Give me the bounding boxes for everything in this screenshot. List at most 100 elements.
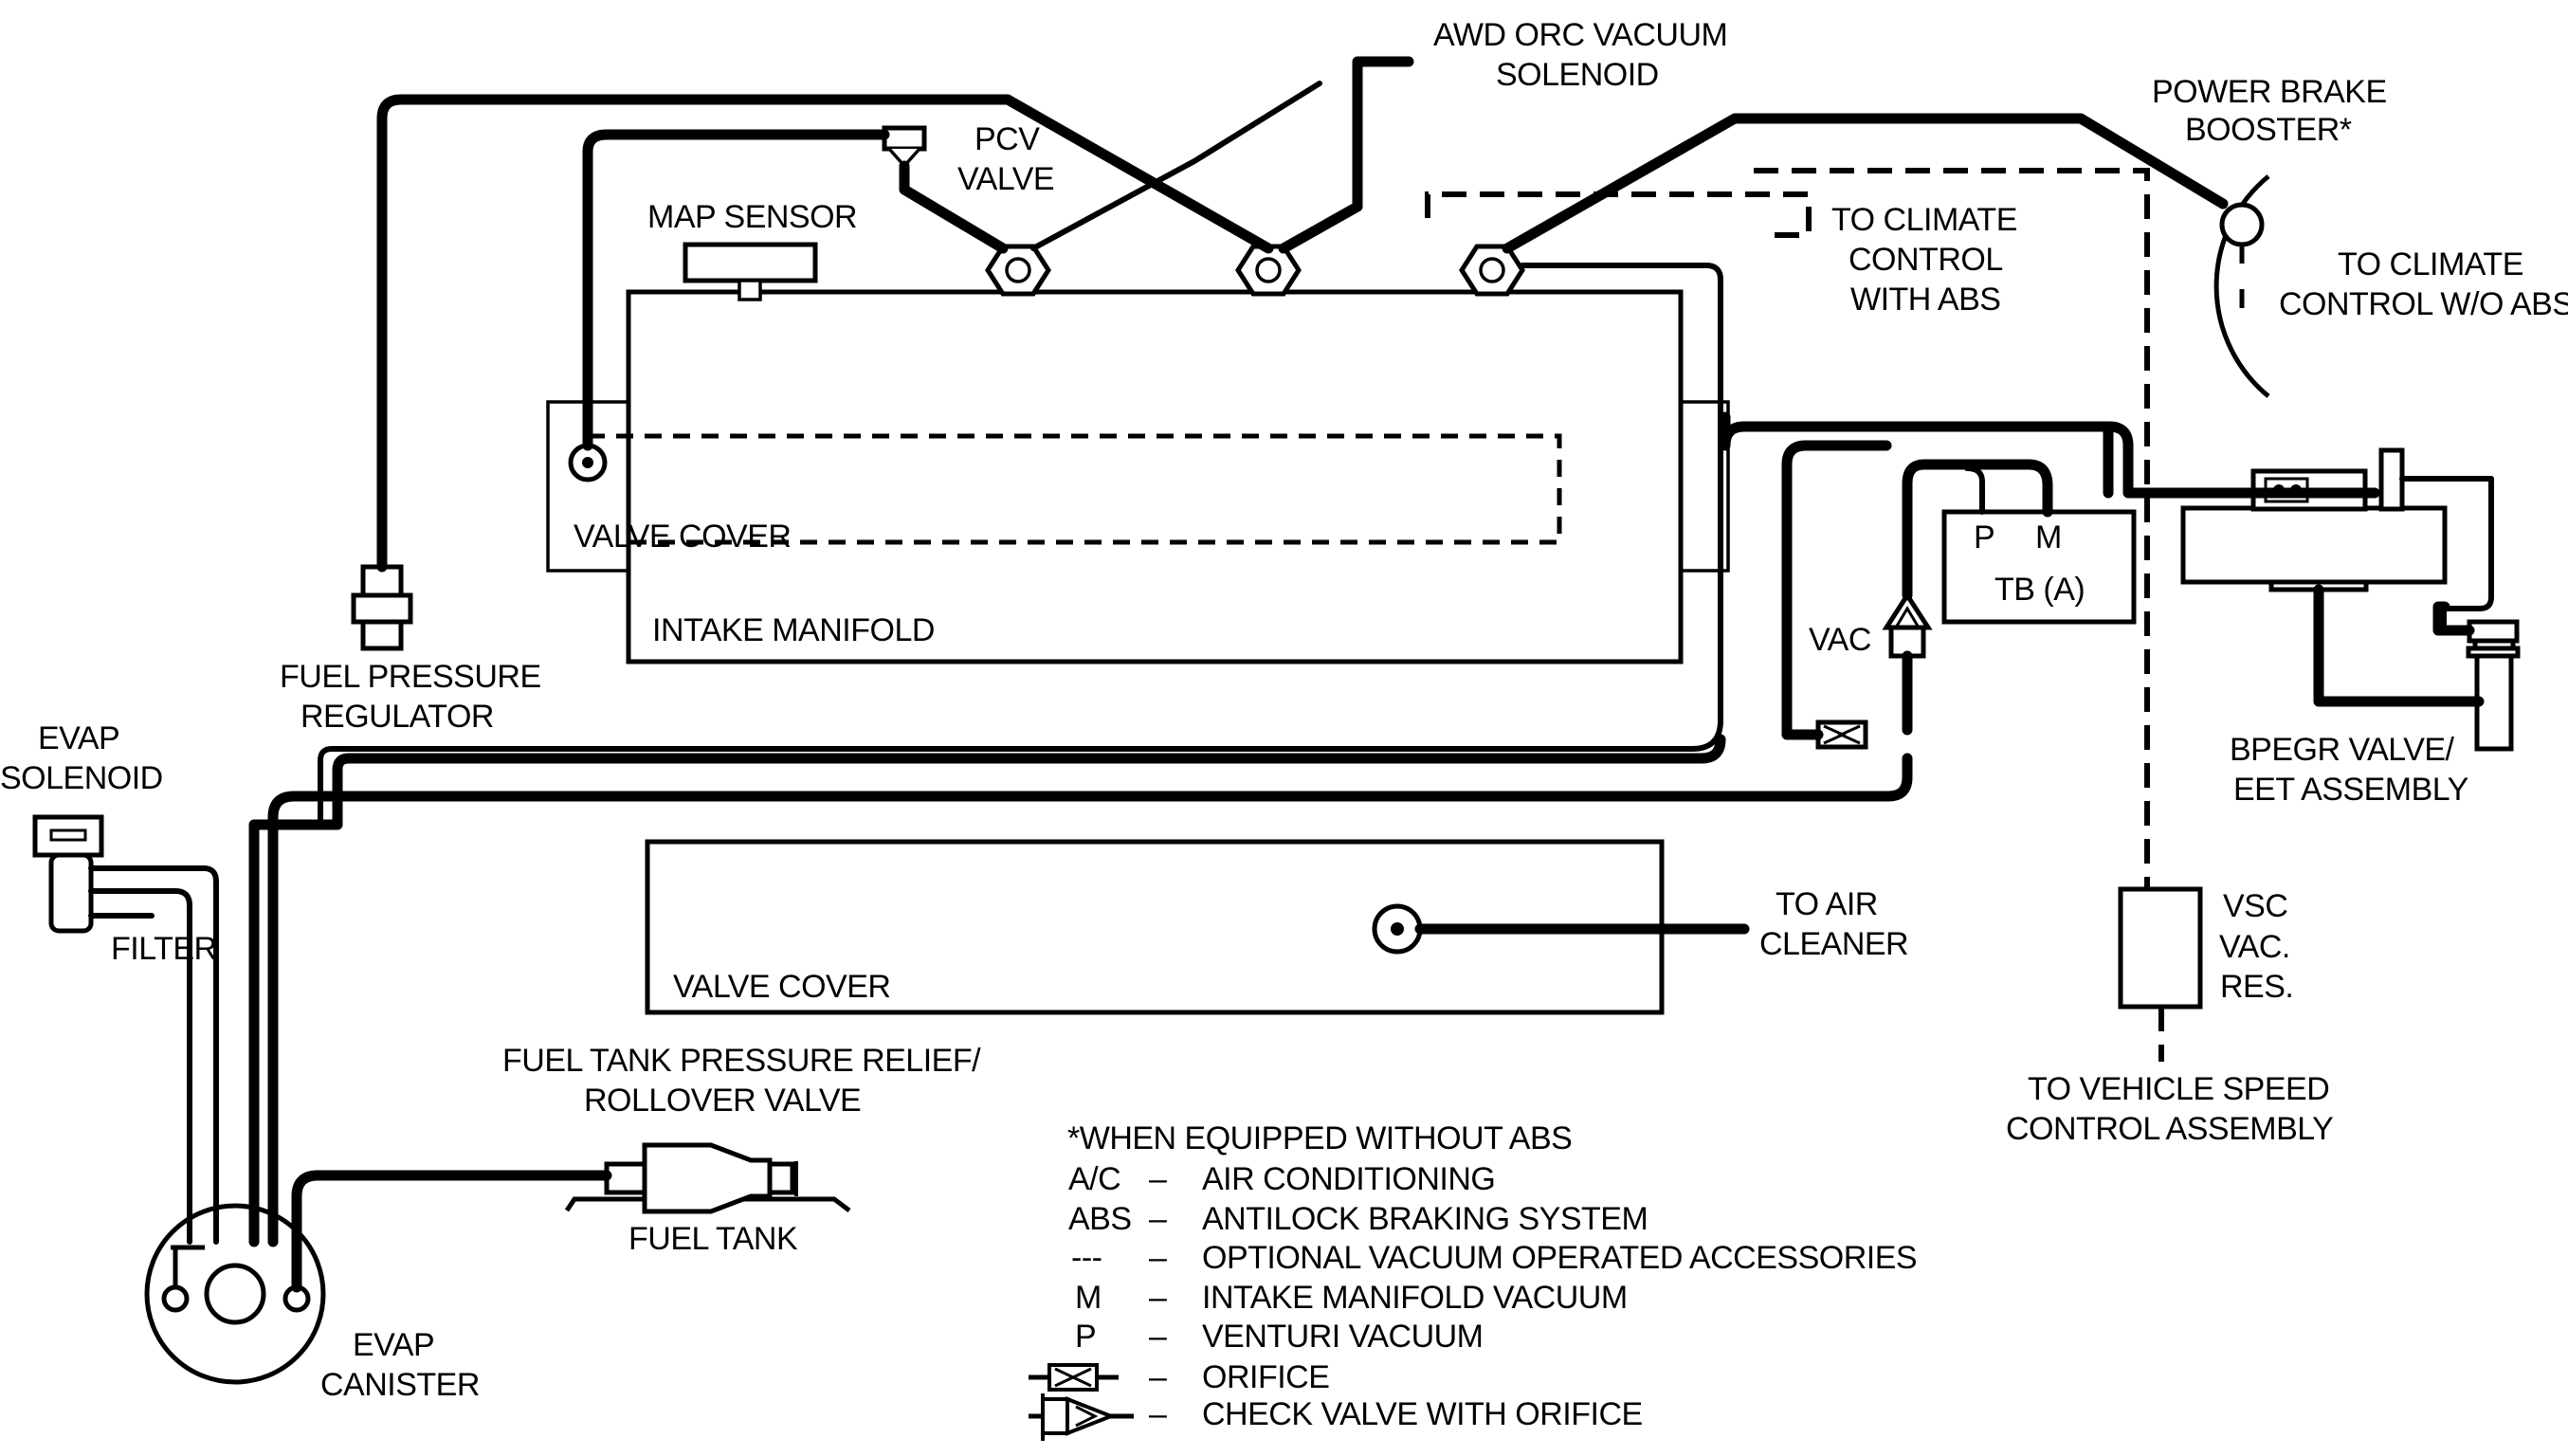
hose-vsc-dashed	[1754, 168, 2150, 891]
hose-tb-m-port	[1902, 459, 2053, 601]
orifice-inline	[1815, 719, 1868, 750]
hose-bpegr-side	[2432, 601, 2475, 636]
valve-cover-grommet-center	[582, 457, 593, 468]
label-evap-canister-line1: EVAP	[353, 1327, 434, 1363]
fuel-pressure-regulator	[351, 564, 413, 651]
label-bpegr-line1: BPEGR VALVE/	[2230, 732, 2455, 768]
map-sensor	[683, 242, 818, 283]
legend-key: A/C	[1068, 1161, 1120, 1197]
legend-dash: –	[1149, 1201, 1167, 1237]
label-pcv-line1: PCV	[974, 121, 1040, 157]
power-brake-booster	[2213, 174, 2270, 398]
legend-dash: –	[1149, 1359, 1167, 1395]
label-tb-p: P	[1974, 519, 1994, 555]
label-awd-orc-line1: AWD ORC VACUUM	[1433, 17, 1727, 53]
label-evap-canister-line2: CANISTER	[320, 1367, 480, 1403]
legend-note: *WHEN EQUIPPED WITHOUT ABS	[1067, 1120, 1572, 1156]
legend-dash: –	[1149, 1396, 1167, 1432]
manifold-port-3	[1459, 244, 1525, 297]
fuel-tank-rollover-valve	[564, 1142, 851, 1214]
hose-port1-to-orc	[1030, 81, 1322, 251]
hose-evap-right-riser	[1739, 421, 2114, 499]
map-sensor-stem	[738, 279, 762, 301]
label-power-brake-line1: POWER BRAKE	[2152, 74, 2387, 110]
hose-pcv-to-manifold	[899, 160, 1009, 254]
label-intake-manifold: INTAKE MANIFOLD	[652, 612, 935, 648]
vac-check-valve	[1882, 591, 1933, 659]
legend-desc: VENTURI VACUUM	[1202, 1319, 1484, 1355]
legend-dash: –	[1149, 1161, 1167, 1197]
label-valve-cover-bottom: VALVE COVER	[673, 969, 890, 1005]
legend-desc: AIR CONDITIONING	[1202, 1161, 1495, 1197]
label-power-brake-line2: BOOSTER*	[2185, 112, 2352, 148]
label-bpegr-line2: EET ASSEMBLY	[2233, 772, 2468, 808]
label-evap-solenoid-line2: SOLENOID	[0, 760, 163, 796]
hose-evap-solenoid-lower	[88, 888, 192, 1245]
legend-dash: –	[1149, 1240, 1167, 1276]
hose-fuel-pressure-regulator	[376, 94, 1274, 573]
legend-key: M	[1075, 1280, 1102, 1316]
label-vsc-line2: VAC.	[2219, 929, 2290, 965]
intake-manifold	[626, 289, 1684, 664]
pcv-valve	[882, 125, 927, 152]
hose-port3-to-brake-booster	[1502, 113, 2229, 254]
legend-desc: CHECK VALVE WITH ORIFICE	[1202, 1396, 1643, 1432]
legend: *WHEN EQUIPPED WITHOUT ABS A/C – AIR CON…	[1029, 1120, 1918, 1441]
hose-manifold-right-loop	[318, 263, 1723, 828]
label-climate-abs-line1: TO CLIMATE	[1831, 202, 2017, 238]
legend-orifice-icon	[1029, 1363, 1119, 1392]
hose-awd-orc-solenoid	[1278, 56, 1414, 254]
legend-dash: –	[1149, 1280, 1167, 1316]
label-climate-no-abs-line2: CONTROL W/O ABS	[2279, 286, 2568, 322]
label-air-cleaner-line2: CLEANER	[1759, 926, 1908, 962]
legend-desc: ANTILOCK BRAKING SYSTEM	[1202, 1201, 1648, 1237]
manifold-port-1	[985, 244, 1051, 297]
label-fuel-pressure-line2: REGULATOR	[301, 699, 494, 735]
label-awd-orc-line2: SOLENOID	[1496, 57, 1659, 93]
hose-orifice-loop	[1781, 440, 1892, 740]
label-valve-cover-top: VALVE COVER	[574, 519, 791, 555]
evap-canister	[144, 1203, 326, 1385]
label-vehicle-speed-line2: CONTROL ASSEMBLY	[2006, 1111, 2333, 1147]
hose-climate-with-abs	[1425, 191, 1812, 238]
label-fuel-pressure-line1: FUEL PRESSURE	[280, 659, 541, 695]
label-vehicle-speed-line1: TO VEHICLE SPEED	[2028, 1071, 2329, 1107]
legend-key: ABS	[1068, 1201, 1132, 1237]
label-rollover-line2: ROLLOVER VALVE	[584, 1083, 861, 1119]
legend-desc: ORIFICE	[1202, 1359, 1329, 1395]
label-evap-solenoid-line1: EVAP	[38, 720, 119, 756]
label-pcv-line2: VALVE	[957, 161, 1054, 197]
hose-bpegr-lower	[2313, 584, 2485, 707]
legend-check-valve-icon	[1029, 1393, 1134, 1441]
legend-dash: –	[1149, 1319, 1167, 1355]
throttle-body	[1941, 509, 2137, 625]
label-vsc-line1: VSC	[2223, 888, 2287, 924]
valve-cover-dashed-outline	[588, 433, 1562, 545]
label-map-sensor: MAP SENSOR	[647, 199, 857, 235]
label-tb-m: M	[2035, 519, 2062, 555]
hose-evap-solenoid-upper	[88, 865, 219, 1245]
vsc-vac-reservoir	[2118, 886, 2203, 1010]
legend-desc: INTAKE MANIFOLD VACUUM	[1202, 1280, 1628, 1316]
label-tb: TB (A)	[1994, 572, 2085, 608]
label-climate-no-abs-line1: TO CLIMATE	[2338, 246, 2523, 282]
hose-bpegr-right	[2399, 476, 2494, 628]
hose-canister-to-rollover	[291, 1170, 612, 1293]
label-filter: FILTER	[111, 931, 217, 967]
bpegr-valve-eet-assembly	[2180, 447, 2521, 752]
label-air-cleaner-line1: TO AIR	[1776, 886, 1878, 922]
label-climate-abs-line3: WITH ABS	[1850, 282, 2000, 318]
valve-cover-bottom-grommet-center	[1391, 922, 1404, 936]
label-climate-abs-line2: CONTROL	[1849, 242, 2003, 278]
legend-desc: OPTIONAL VACUUM OPERATED ACCESSORIES	[1202, 1240, 1917, 1276]
label-rollover-line1: FUEL TANK PRESSURE RELIEF/	[502, 1043, 981, 1079]
label-vac: VAC	[1809, 622, 1871, 658]
legend-key: ---	[1071, 1240, 1102, 1276]
label-vsc-line3: RES.	[2220, 969, 2293, 1005]
label-fuel-tank: FUEL TANK	[628, 1221, 798, 1257]
legend-key: P	[1075, 1319, 1096, 1355]
hose-tb-p-port	[1964, 465, 1985, 515]
hose-valve-cover-to-pcv	[582, 129, 890, 451]
hose-vac-to-evap	[267, 650, 1913, 1247]
